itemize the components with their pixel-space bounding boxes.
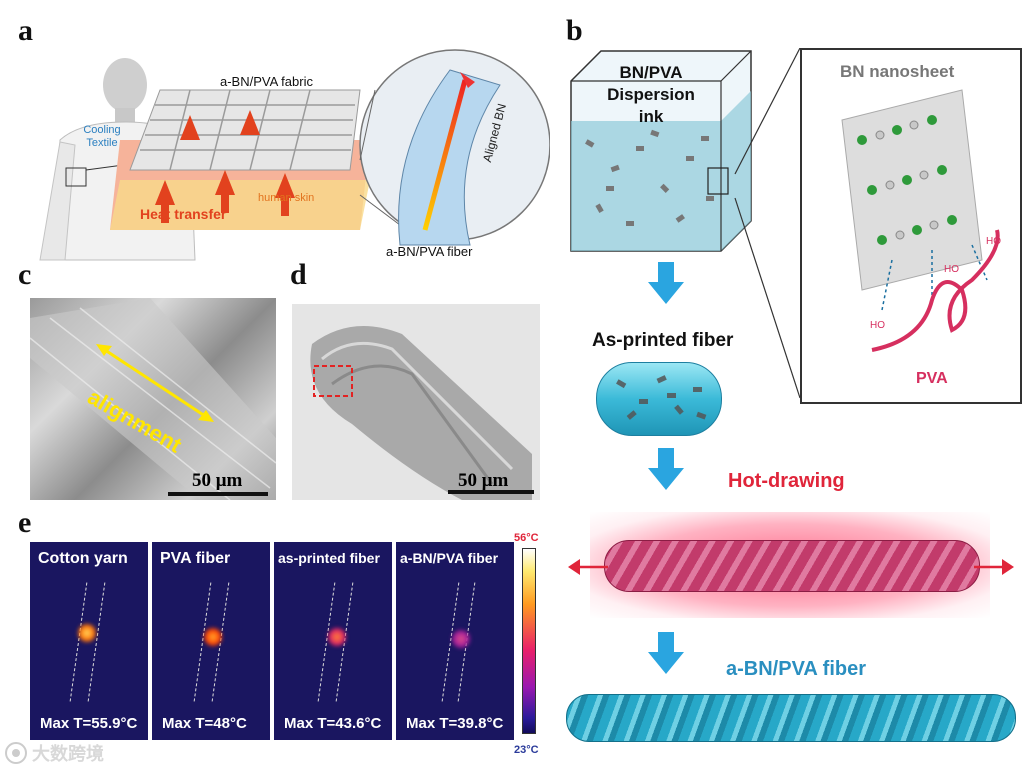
- as-printed-fiber: [596, 362, 722, 436]
- fiber-label-a: a-BN/PVA fiber: [386, 244, 472, 259]
- hot-drawing-label: Hot-drawing: [728, 470, 845, 493]
- panel-label-d: d: [290, 258, 307, 292]
- down-arrow-icon: [646, 632, 686, 674]
- thermal-max-3: Max T=43.6°C: [284, 715, 381, 732]
- panel-a-illustration: [30, 30, 550, 270]
- final-fiber-label: a-BN/PVA fiber: [726, 658, 866, 681]
- ho-label-3: HO: [986, 236, 1001, 247]
- panel-label-e: e: [18, 506, 31, 540]
- thermal-title-1: Cotton yarn: [38, 550, 128, 568]
- thermal-title-4: a-BN/PVA fiber: [400, 550, 498, 566]
- textile-label: Cooling Textile: [72, 124, 132, 150]
- panel-a-svg: [30, 30, 550, 270]
- inset-connector: [720, 48, 810, 408]
- panel-label-c: c: [18, 258, 31, 292]
- watermark-text: 大数跨境: [32, 740, 104, 766]
- nanosheet-inset: [800, 48, 1022, 404]
- colorbar-min: 23°C: [514, 744, 539, 756]
- ho-label-2: HO: [944, 264, 959, 275]
- watermark-logo-icon: [4, 741, 28, 765]
- scale-bar-c: 50 μm: [192, 470, 242, 492]
- as-printed-label: As-printed fiber: [592, 330, 733, 352]
- thermal-title-3: as-printed fiber: [278, 550, 380, 566]
- thermal-image-4: a-BN/PVA fiber Max T=39.8°C: [396, 542, 514, 740]
- ink-label: BN/PVA Dispersion ink: [596, 62, 706, 128]
- pva-label: PVA: [916, 370, 948, 388]
- thermal-max-1: Max T=55.9°C: [40, 715, 137, 732]
- heat-transfer-label: Heat transfer: [140, 206, 226, 222]
- left-arrow-icon: [568, 552, 608, 582]
- fabric-label: a-BN/PVA fabric: [220, 74, 313, 89]
- nanosheet-label: BN nanosheet: [840, 62, 954, 82]
- thermal-image-3: as-printed fiber Max T=43.6°C: [274, 542, 392, 740]
- thermal-image-1: Cotton yarn Max T=55.9°C: [30, 542, 148, 740]
- skin-label: human skin: [258, 192, 314, 204]
- colorbar-max: 56°C: [514, 532, 539, 544]
- watermark: 大数跨境: [4, 740, 104, 766]
- thermal-max-4: Max T=39.8°C: [406, 715, 503, 732]
- down-arrow-icon: [646, 448, 686, 490]
- final-fiber: [566, 694, 1016, 742]
- thermal-image-2: PVA fiber Max T=48°C: [152, 542, 270, 740]
- hot-drawn-fiber: [604, 540, 980, 592]
- thermal-max-2: Max T=48°C: [162, 715, 247, 732]
- scale-bar-d: 50 μm: [458, 470, 508, 492]
- down-arrow-icon: [646, 262, 686, 304]
- colorbar: [522, 548, 536, 734]
- right-arrow-icon: [974, 552, 1014, 582]
- panel-label-b: b: [566, 14, 583, 48]
- ho-label-1: HO: [870, 320, 885, 331]
- thermal-title-2: PVA fiber: [160, 550, 230, 568]
